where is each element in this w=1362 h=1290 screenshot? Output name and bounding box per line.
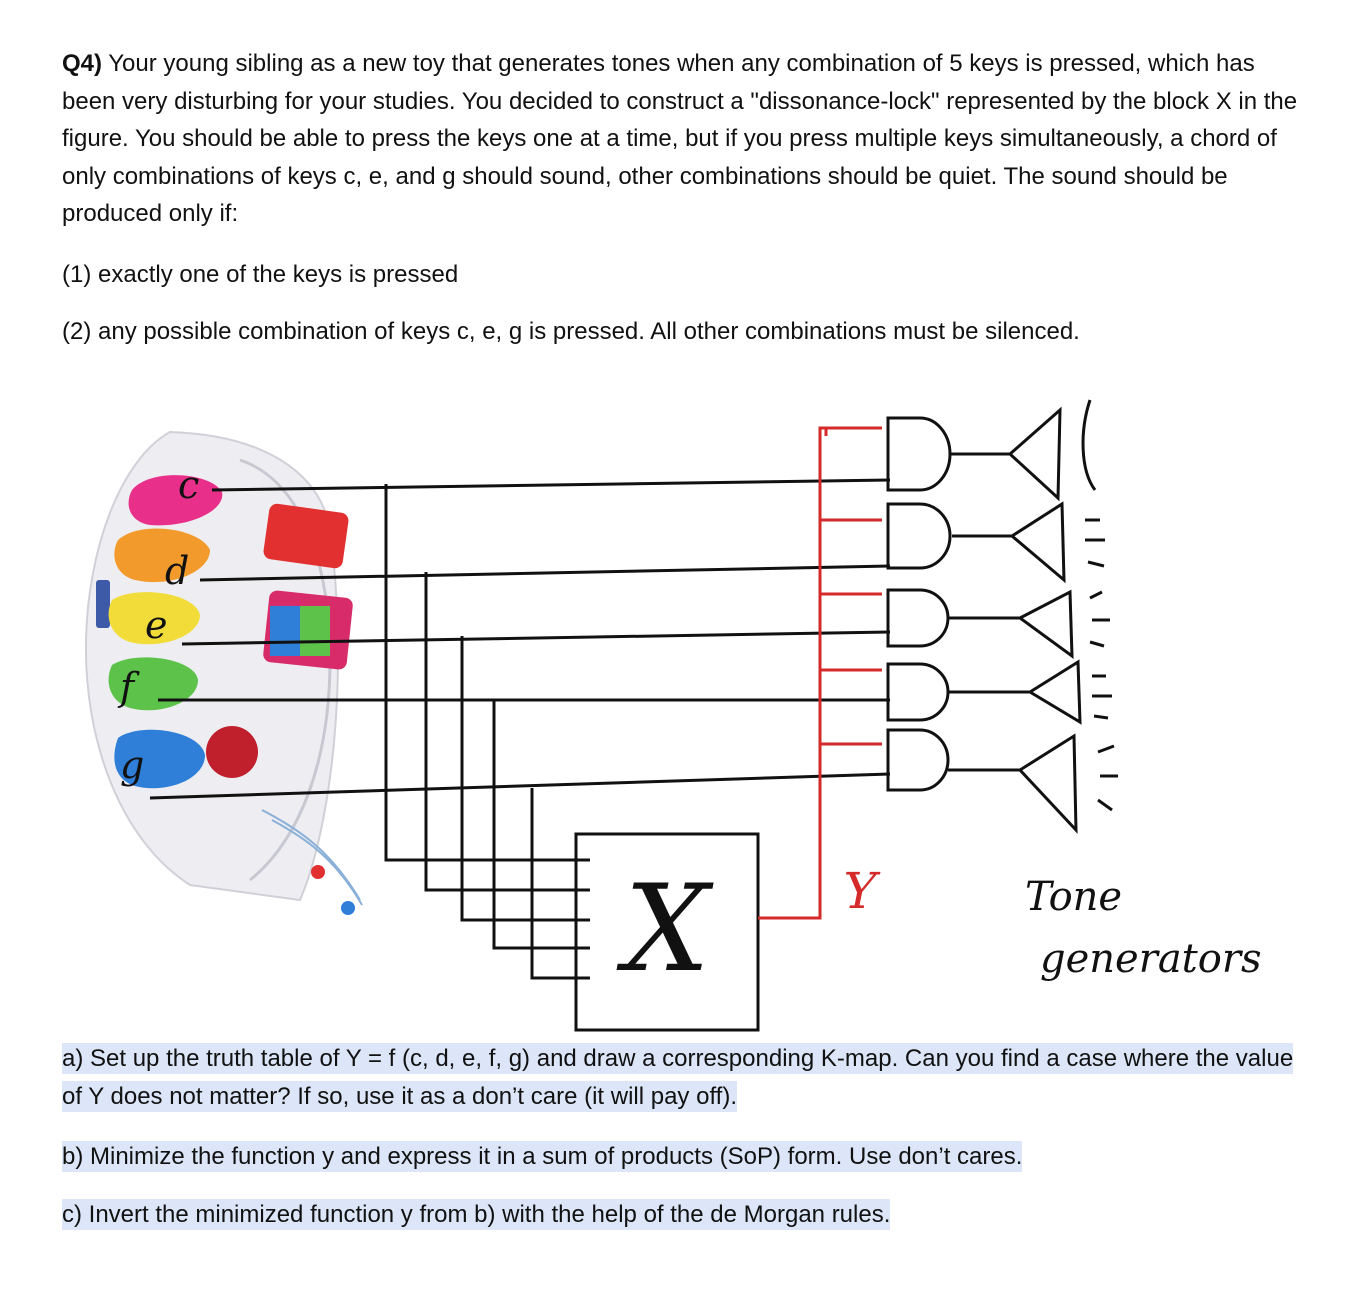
toy-picture-1 (263, 503, 349, 569)
output-y-label: Y (843, 862, 880, 920)
toy-logo (96, 580, 110, 628)
task-b-text: b) Minimize the function y and express i… (62, 1141, 1023, 1172)
key-label-g: g (120, 743, 144, 787)
task-c: c) Invert the minimized function y from … (62, 1196, 1312, 1234)
and-gate-e (886, 588, 950, 648)
task-b: b) Minimize the function y and express i… (62, 1138, 1312, 1176)
speaker-3 (1017, 589, 1074, 660)
task-a: a) Set up the truth table of Y = f (c, d… (62, 1040, 1312, 1115)
tone-generators (1007, 399, 1118, 834)
block-x (574, 832, 760, 1032)
speaker-1 (1007, 406, 1062, 502)
task-a-text: a) Set up the truth table of Y = f (c, d… (62, 1043, 1294, 1112)
tone-label-line2: generators (1040, 936, 1261, 982)
key-label-d: d (165, 549, 189, 593)
and-gates (886, 416, 952, 792)
question-intro: Your young sibling as a new toy that gen… (62, 50, 1298, 227)
key-label-c: c (178, 463, 199, 507)
and-gate-g (886, 728, 950, 792)
toy-apple (206, 726, 258, 778)
key-c (128, 475, 223, 526)
speaker-2 (1009, 501, 1066, 584)
key-g (114, 729, 205, 789)
condition-2: (2) any possible combination of keys c, … (62, 318, 1080, 345)
key-label-e: e (145, 603, 168, 647)
and-gate-d (886, 502, 952, 570)
tap-wires (384, 484, 590, 980)
and-gate-f (886, 662, 950, 722)
output-y-wires (758, 426, 882, 920)
speaker-5 (1017, 733, 1078, 834)
key-f (108, 657, 198, 711)
key-d (114, 528, 210, 583)
tone-label-line1: Tone (1025, 874, 1122, 920)
question-paragraph: Q4) Your young sibling as a new toy that… (62, 45, 1312, 233)
question-label: Q4) (62, 50, 103, 77)
circuit-figure: c d e f g X Y (84, 399, 1261, 1032)
key-wires (149, 478, 891, 800)
toy-image (84, 430, 363, 915)
block-x-label: X (616, 860, 714, 999)
and-gate-c (886, 416, 952, 492)
speaker-4 (1027, 659, 1082, 725)
task-c-text: c) Invert the minimized function y from … (62, 1199, 891, 1230)
condition-1: (1) exactly one of the keys is pressed (62, 261, 459, 288)
key-e (108, 592, 200, 645)
